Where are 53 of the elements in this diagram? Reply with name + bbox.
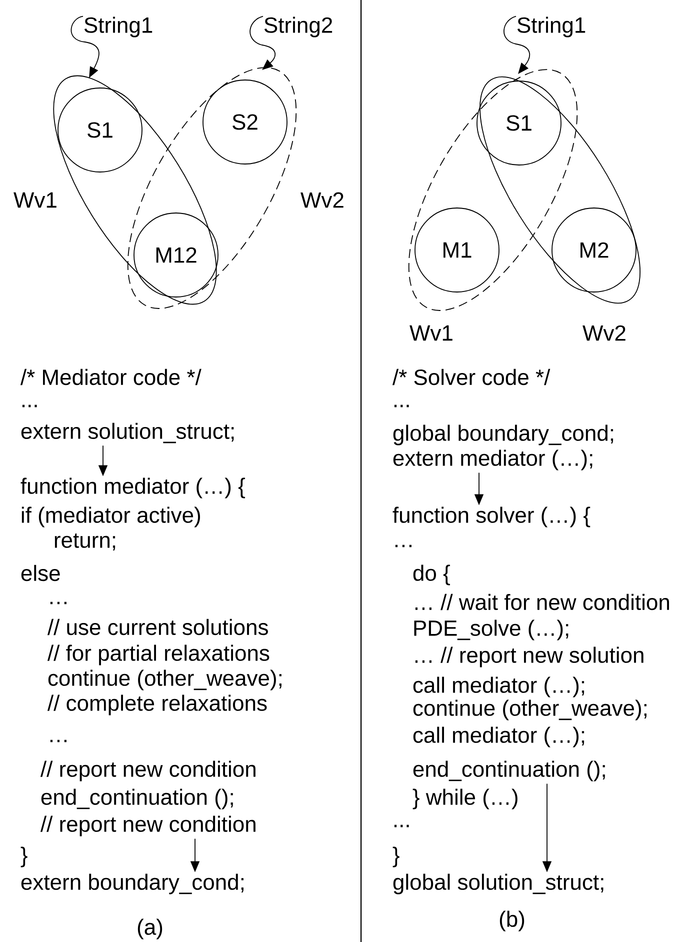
arrow: [250, 16, 276, 70]
code-line: /* Solver code */: [392, 368, 550, 386]
code-line: else: [21, 564, 60, 582]
code-line: }: [392, 846, 400, 868]
circle-node: M12: [134, 212, 218, 298]
code-line: // use current solutions: [47, 618, 268, 636]
ellipse-label: Wv2: [582, 325, 626, 341]
string-label: String1: [84, 16, 152, 38]
code-line: ...: [22, 404, 37, 408]
code-line: continue (other_weave);: [413, 700, 646, 720]
code-line: // report new condition: [40, 760, 256, 782]
circle-node: S1: [476, 80, 562, 166]
code-line: ...: [394, 404, 409, 408]
code-line: function solver (…) {: [392, 506, 590, 528]
code-line: call mediator (…);: [413, 726, 584, 748]
circle-node: M2: [552, 208, 636, 292]
code-line: extern solution_struct;: [21, 422, 234, 444]
code-line: …: [50, 602, 66, 604]
ellipse-label: Wv1: [14, 192, 56, 208]
caption: (a): [138, 918, 162, 940]
code-line: …: [50, 740, 66, 742]
code-line: if (mediator active): [22, 506, 200, 528]
code-line: // complete relaxations: [47, 694, 267, 716]
code-line: global boundary_cond;: [393, 424, 614, 446]
code-line: /* Mediator code */: [20, 368, 202, 386]
string-label: String1: [517, 16, 586, 38]
code-line: end_continuation ();: [41, 788, 233, 810]
code-line: } while (…): [412, 788, 518, 810]
code-line: return;: [54, 533, 116, 551]
code-line: call mediator (…);: [413, 676, 584, 698]
ellipse-label: Wv1: [410, 325, 452, 341]
arrow: [504, 16, 530, 74]
circle-node: S1: [58, 88, 142, 172]
code-line: extern mediator (…);: [393, 450, 592, 470]
code-line: function mediator (…) {: [20, 478, 246, 498]
code-line: // report new condition: [40, 816, 256, 836]
code-line: do {: [413, 564, 450, 586]
circle-node: S2: [202, 80, 288, 164]
code-line: PDE_solve (…);: [414, 620, 568, 640]
code-line: extern boundary_cond;: [21, 874, 244, 894]
code-line: end_continuation ();: [413, 760, 605, 782]
code-line: …: [395, 544, 412, 548]
string-label: String2: [264, 16, 332, 38]
ellipse-label: Wv2: [300, 192, 344, 208]
caption: (b): [500, 910, 524, 932]
code-line: global solution_struct;: [393, 874, 604, 894]
code-line: … // report new solution: [415, 646, 644, 668]
circle-node: M1: [414, 208, 500, 292]
code-line: // for partial relaxations: [47, 644, 270, 666]
code-line: ...: [394, 824, 409, 828]
code-line: continue (other_weave);: [48, 670, 282, 690]
code-line: }: [20, 846, 28, 868]
code-line: … // wait for new condition: [415, 594, 669, 610]
